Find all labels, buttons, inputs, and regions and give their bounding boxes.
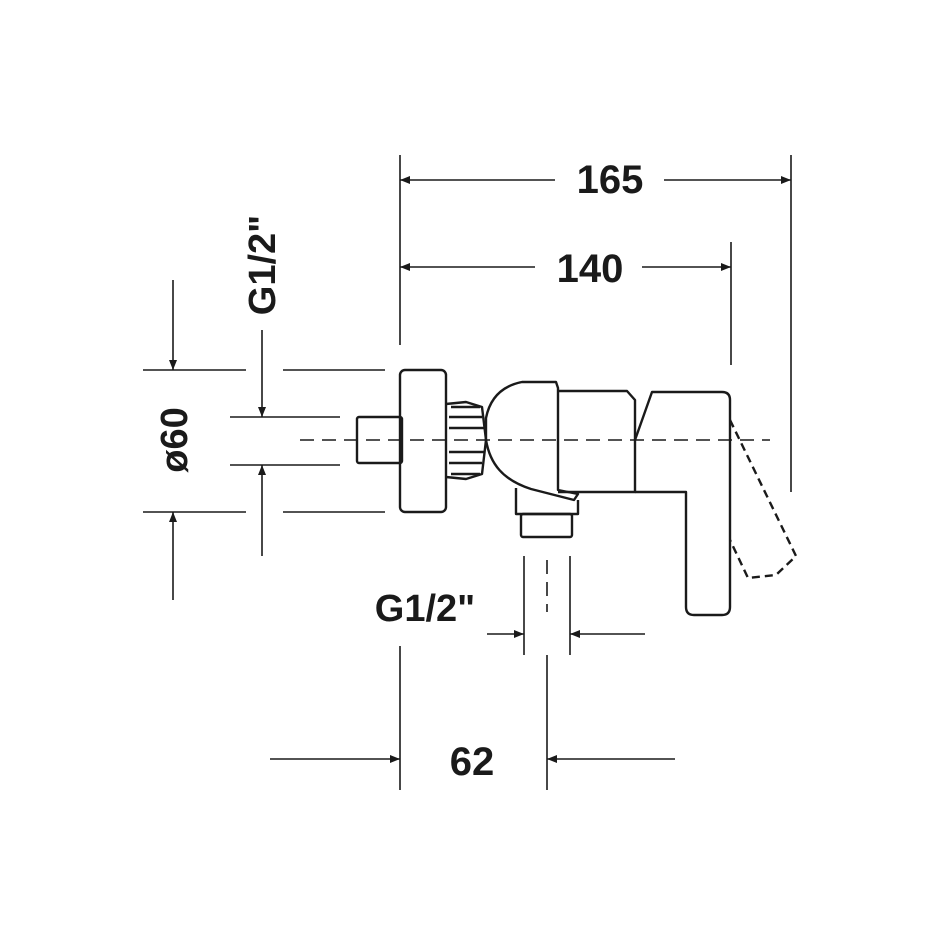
rosette-plate (398, 368, 448, 514)
label-width-overall: 165 (577, 158, 644, 202)
label-outlet-offset: 62 (450, 740, 495, 784)
lever-handle (633, 390, 732, 617)
faucet-outline (355, 368, 798, 617)
label-outlet-thread: G1/2" (375, 588, 475, 630)
mixer-body (484, 380, 580, 502)
extension-lines (143, 155, 792, 790)
cartridge-housing (558, 389, 637, 494)
dimension-lines (169, 176, 791, 763)
label-wall-thread: G1/2" (242, 215, 284, 315)
lever-handle-rotated (728, 419, 798, 580)
outlet-spout (514, 488, 580, 539)
label-width-body: 140 (557, 247, 624, 291)
label-rosette-diameter: ø60 (154, 407, 196, 472)
center-lines (300, 439, 770, 612)
